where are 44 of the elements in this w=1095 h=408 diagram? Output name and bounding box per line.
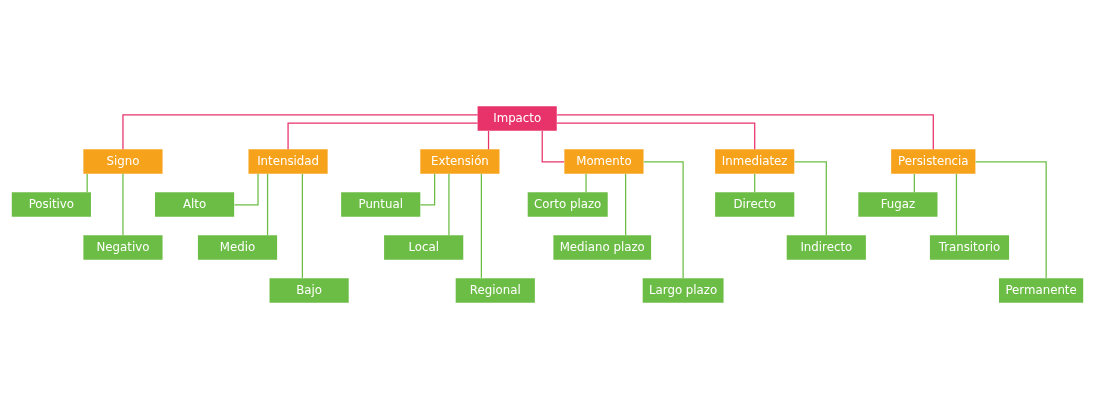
node-box: Local — [384, 234, 464, 260]
node-box: Momento — [564, 148, 644, 174]
node-box: Alto — [155, 191, 235, 217]
node-box: Regional — [455, 277, 535, 303]
connector — [913, 172, 915, 193]
connector — [556, 113, 934, 150]
node-box: Impacto — [477, 105, 557, 131]
connector — [975, 160, 1047, 279]
connector — [541, 129, 565, 163]
connector — [955, 172, 958, 236]
connector — [585, 172, 587, 193]
node-box: Largo plazo — [642, 277, 724, 303]
connector — [122, 113, 479, 150]
node-box: Directo — [715, 191, 795, 217]
connector — [448, 172, 450, 236]
connector — [86, 172, 88, 193]
connector — [794, 160, 827, 236]
connector — [233, 172, 259, 206]
node-box: Extensión — [420, 148, 500, 174]
node-box: Bajo — [269, 277, 349, 303]
connector — [266, 172, 269, 236]
node-box: Signo — [83, 148, 163, 174]
node-box: Medio — [197, 234, 278, 260]
connector — [754, 172, 756, 193]
node-box: Fugaz — [858, 191, 938, 217]
node-box: Persistencia — [891, 148, 976, 174]
connector — [556, 122, 756, 150]
node-box: Positivo — [11, 191, 91, 217]
connector — [480, 172, 482, 279]
node-box: Permanente — [999, 277, 1084, 303]
node-box: Corto plazo — [527, 191, 608, 217]
node-box: Puntual — [341, 191, 421, 217]
node-box: Indirecto — [786, 234, 866, 260]
connector — [122, 172, 124, 236]
connector — [643, 160, 684, 279]
connector — [301, 172, 303, 279]
node-box: Transitorio — [929, 234, 1010, 260]
connector — [287, 122, 479, 150]
node-box: Inmediatez — [715, 148, 795, 174]
node-box: Intensidad — [248, 148, 328, 174]
node-box: Mediano plazo — [553, 234, 652, 260]
connector — [487, 129, 490, 150]
node-box: Negativo — [83, 234, 163, 260]
connector — [625, 172, 627, 236]
